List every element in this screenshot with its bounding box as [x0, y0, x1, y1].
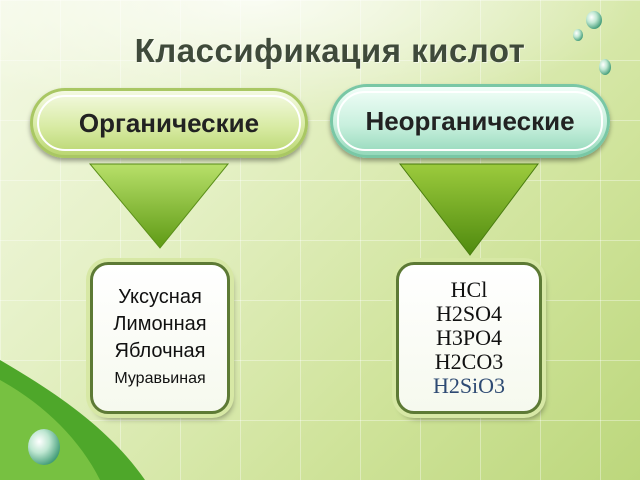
water-drop-icon: [28, 429, 60, 465]
list-item: H2SiO3: [432, 373, 506, 398]
list-item: H2SO4: [435, 301, 502, 326]
water-drop-icon: [573, 29, 583, 41]
list-item: Уксусная: [118, 286, 202, 308]
category-label: Органические: [78, 107, 260, 138]
list-item: H2CO3: [434, 349, 504, 374]
list-item: Лимонная: [113, 313, 207, 335]
water-drop-icon: [586, 11, 602, 29]
organic-acids-list: Уксусная Лимонная Яблочная Муравьиная: [90, 262, 230, 414]
pill-inner-border: [337, 91, 603, 151]
list-item: HCl: [450, 277, 488, 302]
arrow-left: [88, 163, 230, 249]
list-item: H3PO4: [435, 325, 502, 350]
pill-inner-border: [37, 95, 301, 151]
page-title: Классификация кислот: [134, 32, 526, 69]
arrow-right: [398, 163, 539, 256]
category-label: Неорганические: [365, 105, 575, 136]
category-inorganic-header: Неорганические: [330, 84, 610, 158]
water-drop-icon: [599, 59, 611, 75]
category-organic-header: Органические: [30, 88, 308, 158]
inorganic-acids-list: HCl H2SO4 H3PO4 H2CO3 H2SiO3: [396, 262, 542, 414]
corner-swoosh-highlight: [0, 380, 100, 480]
list-item: Яблочная: [114, 340, 206, 362]
list-item: Муравьиная: [114, 370, 206, 387]
